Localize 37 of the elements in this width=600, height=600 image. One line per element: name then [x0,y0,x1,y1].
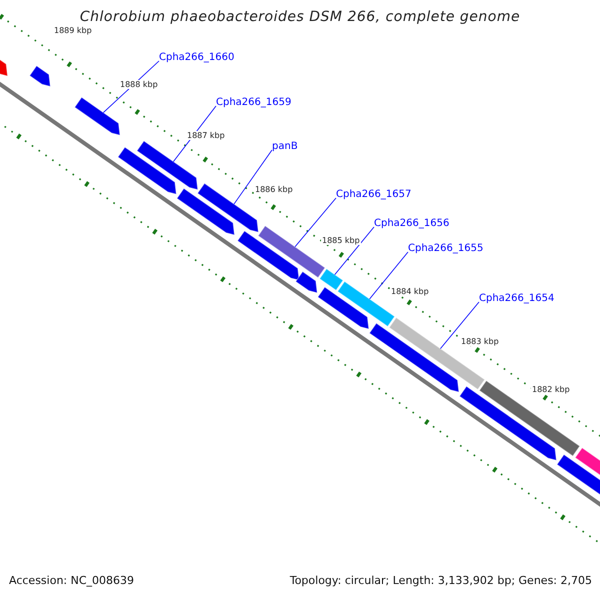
gene-feature [136,140,198,190]
gene-bar [388,316,486,390]
leader-line [369,252,408,300]
tick-label: 1888 kbp [119,80,159,89]
gene-label: Cpha266_1654 [479,293,554,304]
gene-bar [318,268,344,291]
tick-label: 1882 kbp [531,385,571,394]
gene-label: Cpha266_1655 [408,243,484,254]
gene-label: Cpha266_1659 [216,97,292,108]
tick-label: 1883 kbp [460,337,500,346]
leader-line [294,198,336,248]
gene-feature [29,65,51,88]
tick-label: 1887 kbp [186,131,226,140]
title: Chlorobium phaeobacteroides DSM 266, complete genome [78,9,522,25]
gene-feature [317,286,370,330]
gene-feature [236,230,300,281]
leader-line [440,302,480,349]
accession-text: Accession: NC_008639 [9,574,134,587]
gene-feature [176,188,235,236]
genome-info-text: Topology: circular; Length: 3,133,902 bp; Genes: 2,705 [290,574,592,587]
leader-line [234,150,272,204]
tick-label: 1889 kbp [53,26,93,35]
gene-label: Cpha266_1657 [336,189,412,200]
gene-label: Cpha266_1656 [374,218,450,229]
tick-label: 1884 kbp [390,287,430,296]
gene-feature [117,146,177,195]
gene-feature [74,96,120,136]
gene-feature [0,58,8,77]
tick-label: 1885 kbp [321,236,361,245]
gene-feature [368,322,460,393]
gene-label: panB [272,141,298,152]
leader-line [334,226,374,276]
gene-bar [478,380,580,457]
gene-feature [295,270,318,294]
gene-label: Cpha266_1660 [159,52,234,63]
gene-feature [458,386,557,461]
tick-label: 1886 kbp [254,185,294,194]
